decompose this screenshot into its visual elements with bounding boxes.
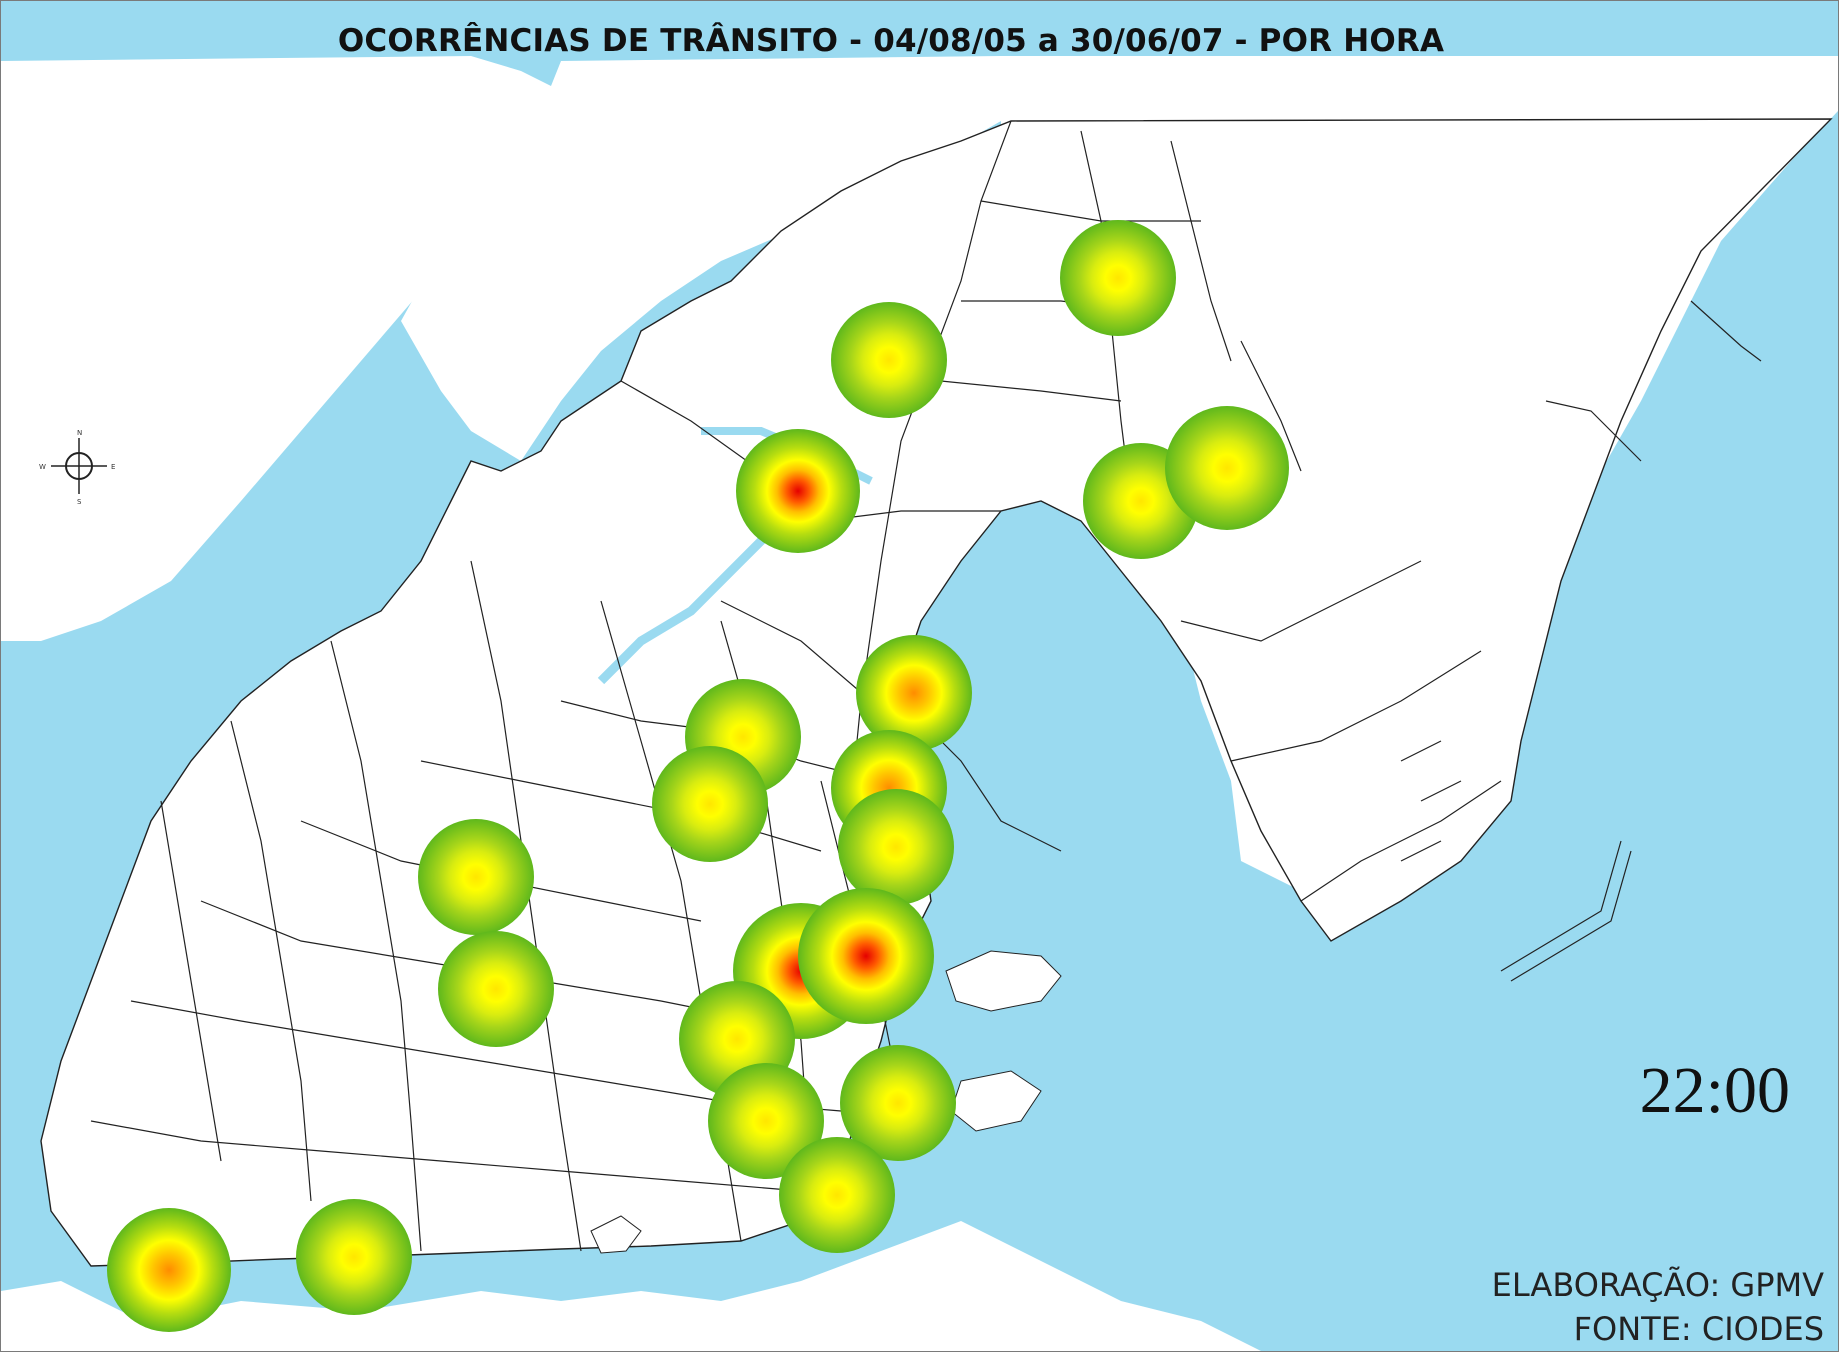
heat-spot [652,746,768,862]
heat-spot [798,888,934,1024]
land-south [1,1221,1261,1351]
heat-spot [736,429,860,553]
compass-south: S [77,498,82,506]
heat-spot [856,635,972,751]
heat-spot [779,1137,895,1253]
heat-spot [831,302,947,418]
heat-spot [438,931,554,1047]
heat-spot [840,1045,956,1161]
island-east-1 [945,950,1062,1012]
compass-east: E [111,463,115,471]
map-title: OCORRÊNCIAS DE TRÂNSITO - 04/08/05 a 30/… [337,23,1445,59]
compass-north: N [77,429,82,437]
land-north-center [401,56,1001,461]
heat-spot [296,1199,412,1315]
credits: ELABORAÇÃO: GPMV FONTE: CIODES [1492,1263,1824,1351]
heat-spot [107,1208,231,1332]
heat-spot [1060,220,1176,336]
heat-spot [708,1063,824,1179]
heat-spots [107,220,1289,1332]
compass-rose-icon: N S E W [39,429,115,506]
compass-west: W [39,463,46,471]
port-piers [1400,300,1762,982]
island-south [590,1215,642,1254]
land-northwest [1,56,561,641]
heat-spot [418,819,534,935]
channel-west [597,517,785,685]
heat-spot [1165,406,1289,530]
time-label: 22:00 [1639,1054,1790,1127]
credit-elaboration: ELABORAÇÃO: GPMV [1491,1266,1824,1304]
heat-spot [838,789,954,905]
credit-source: FONTE: CIODES [1573,1310,1824,1348]
